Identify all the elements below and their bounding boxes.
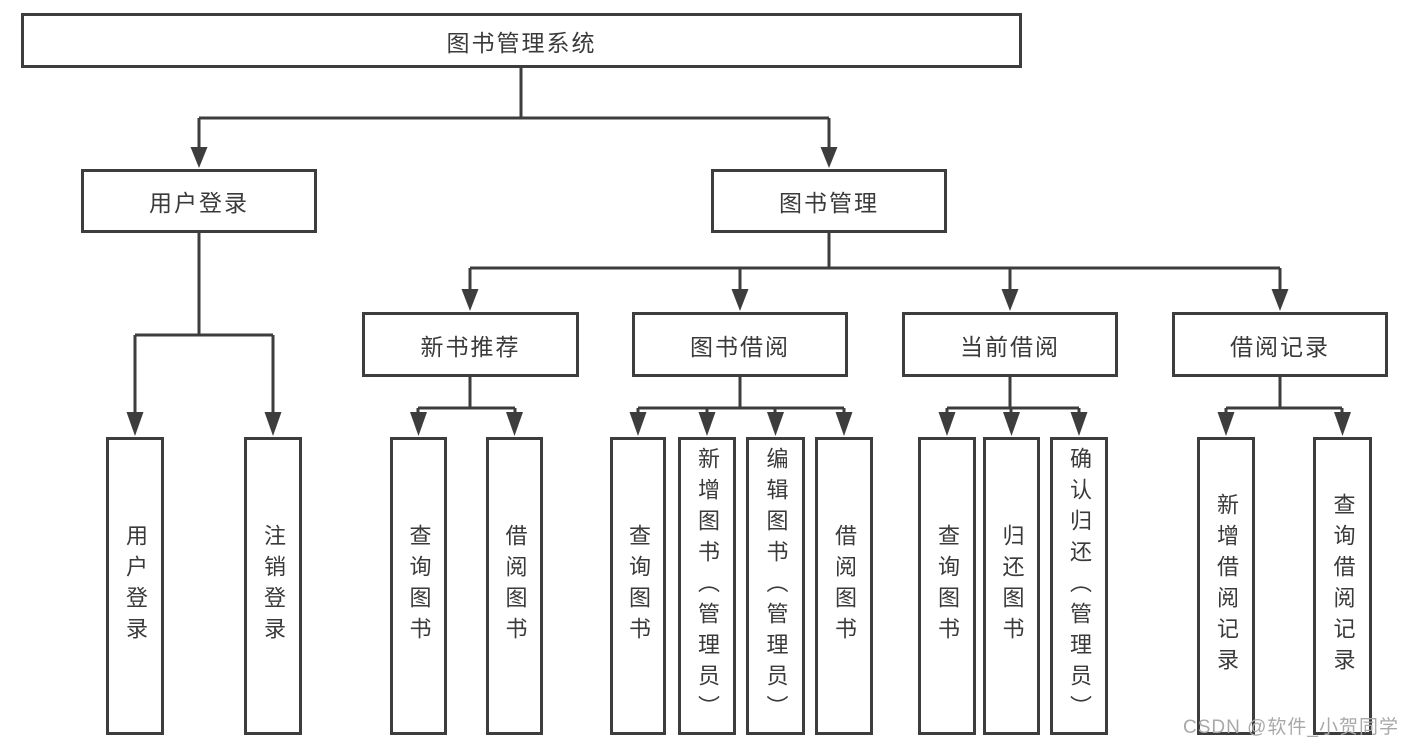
arrowhead-down-icon — [1001, 289, 1019, 311]
edge-bookborrow-to-leaves — [629, 377, 853, 436]
watermark-csdn: CSDN @软件_小贺同学 — [1183, 717, 1399, 738]
edge-records-to-leaves — [1217, 377, 1351, 436]
node-user-login: 用户登录 — [81, 169, 317, 233]
node-book-management: 图书管理 — [711, 169, 947, 233]
node-current-borrowing: 当前借阅 — [902, 312, 1118, 377]
leaf-borrowing-edit-books-admin: 编辑图书（管理员） — [746, 437, 805, 735]
leaf-borrowing-add-books-admin: 新增图书（管理员） — [678, 437, 736, 735]
connector-line — [197, 68, 831, 148]
arrowhead-down-icon — [126, 412, 144, 436]
leaf-current-confirm-return-admin: 确认归还（管理员） — [1050, 437, 1108, 735]
leaf-user-login: 用户登录 — [106, 437, 164, 735]
leaf-newrec-query-books: 查询图书 — [390, 437, 447, 735]
node-borrowing-records: 借阅记录 — [1172, 312, 1388, 377]
arrowhead-down-icon — [190, 147, 208, 168]
arrowhead-down-icon — [835, 412, 853, 436]
arrowhead-down-icon — [410, 412, 427, 436]
leaf-records-add-borrow-record: 新增借阅记录 — [1197, 437, 1255, 735]
arrowhead-down-icon — [938, 412, 956, 436]
leaf-borrowing-borrow-books: 借阅图书 — [815, 437, 873, 735]
arrowhead-down-icon — [767, 412, 784, 436]
arrowhead-down-icon — [1217, 412, 1235, 436]
arrowhead-down-icon — [731, 289, 749, 311]
arrowhead-down-icon — [506, 412, 523, 436]
leaf-newrec-borrow-books: 借阅图书 — [486, 437, 543, 735]
connector-line — [636, 377, 846, 413]
edge-root-to-level2 — [190, 68, 838, 168]
connector-line — [416, 377, 517, 413]
leaf-current-query-books: 查询图书 — [918, 437, 976, 735]
node-book-borrowing: 图书借阅 — [632, 312, 848, 377]
edge-userlogin-to-leaves — [126, 233, 282, 436]
arrowhead-down-icon — [820, 147, 838, 168]
arrowhead-down-icon — [629, 412, 647, 436]
leaf-logout-login: 注销登录 — [244, 437, 302, 735]
arrowhead-down-icon — [698, 412, 716, 436]
edge-newrecommend-to-leaves — [410, 377, 523, 436]
node-new-book-recommend: 新书推荐 — [362, 312, 579, 377]
connector-line — [945, 377, 1081, 413]
node-root-system: 图书管理系统 — [21, 13, 1022, 68]
arrowhead-down-icon — [1070, 412, 1088, 436]
leaf-records-query-borrow-record: 查询借阅记录 — [1313, 437, 1372, 735]
connector-line — [468, 233, 1282, 290]
leaf-borrowing-query-books: 查询图书 — [610, 437, 666, 735]
arrowhead-down-icon — [1271, 289, 1289, 311]
arrowhead-down-icon — [1003, 412, 1020, 436]
edge-bookmgmt-to-level3 — [461, 233, 1289, 311]
arrowhead-down-icon — [461, 289, 479, 311]
arrowhead-down-icon — [1334, 412, 1351, 436]
arrowhead-down-icon — [264, 412, 282, 436]
connector-line — [1224, 377, 1344, 413]
connector-line — [133, 233, 275, 413]
leaf-current-return-books: 归还图书 — [983, 437, 1040, 735]
edge-currentborrow-to-leaves — [938, 377, 1088, 436]
